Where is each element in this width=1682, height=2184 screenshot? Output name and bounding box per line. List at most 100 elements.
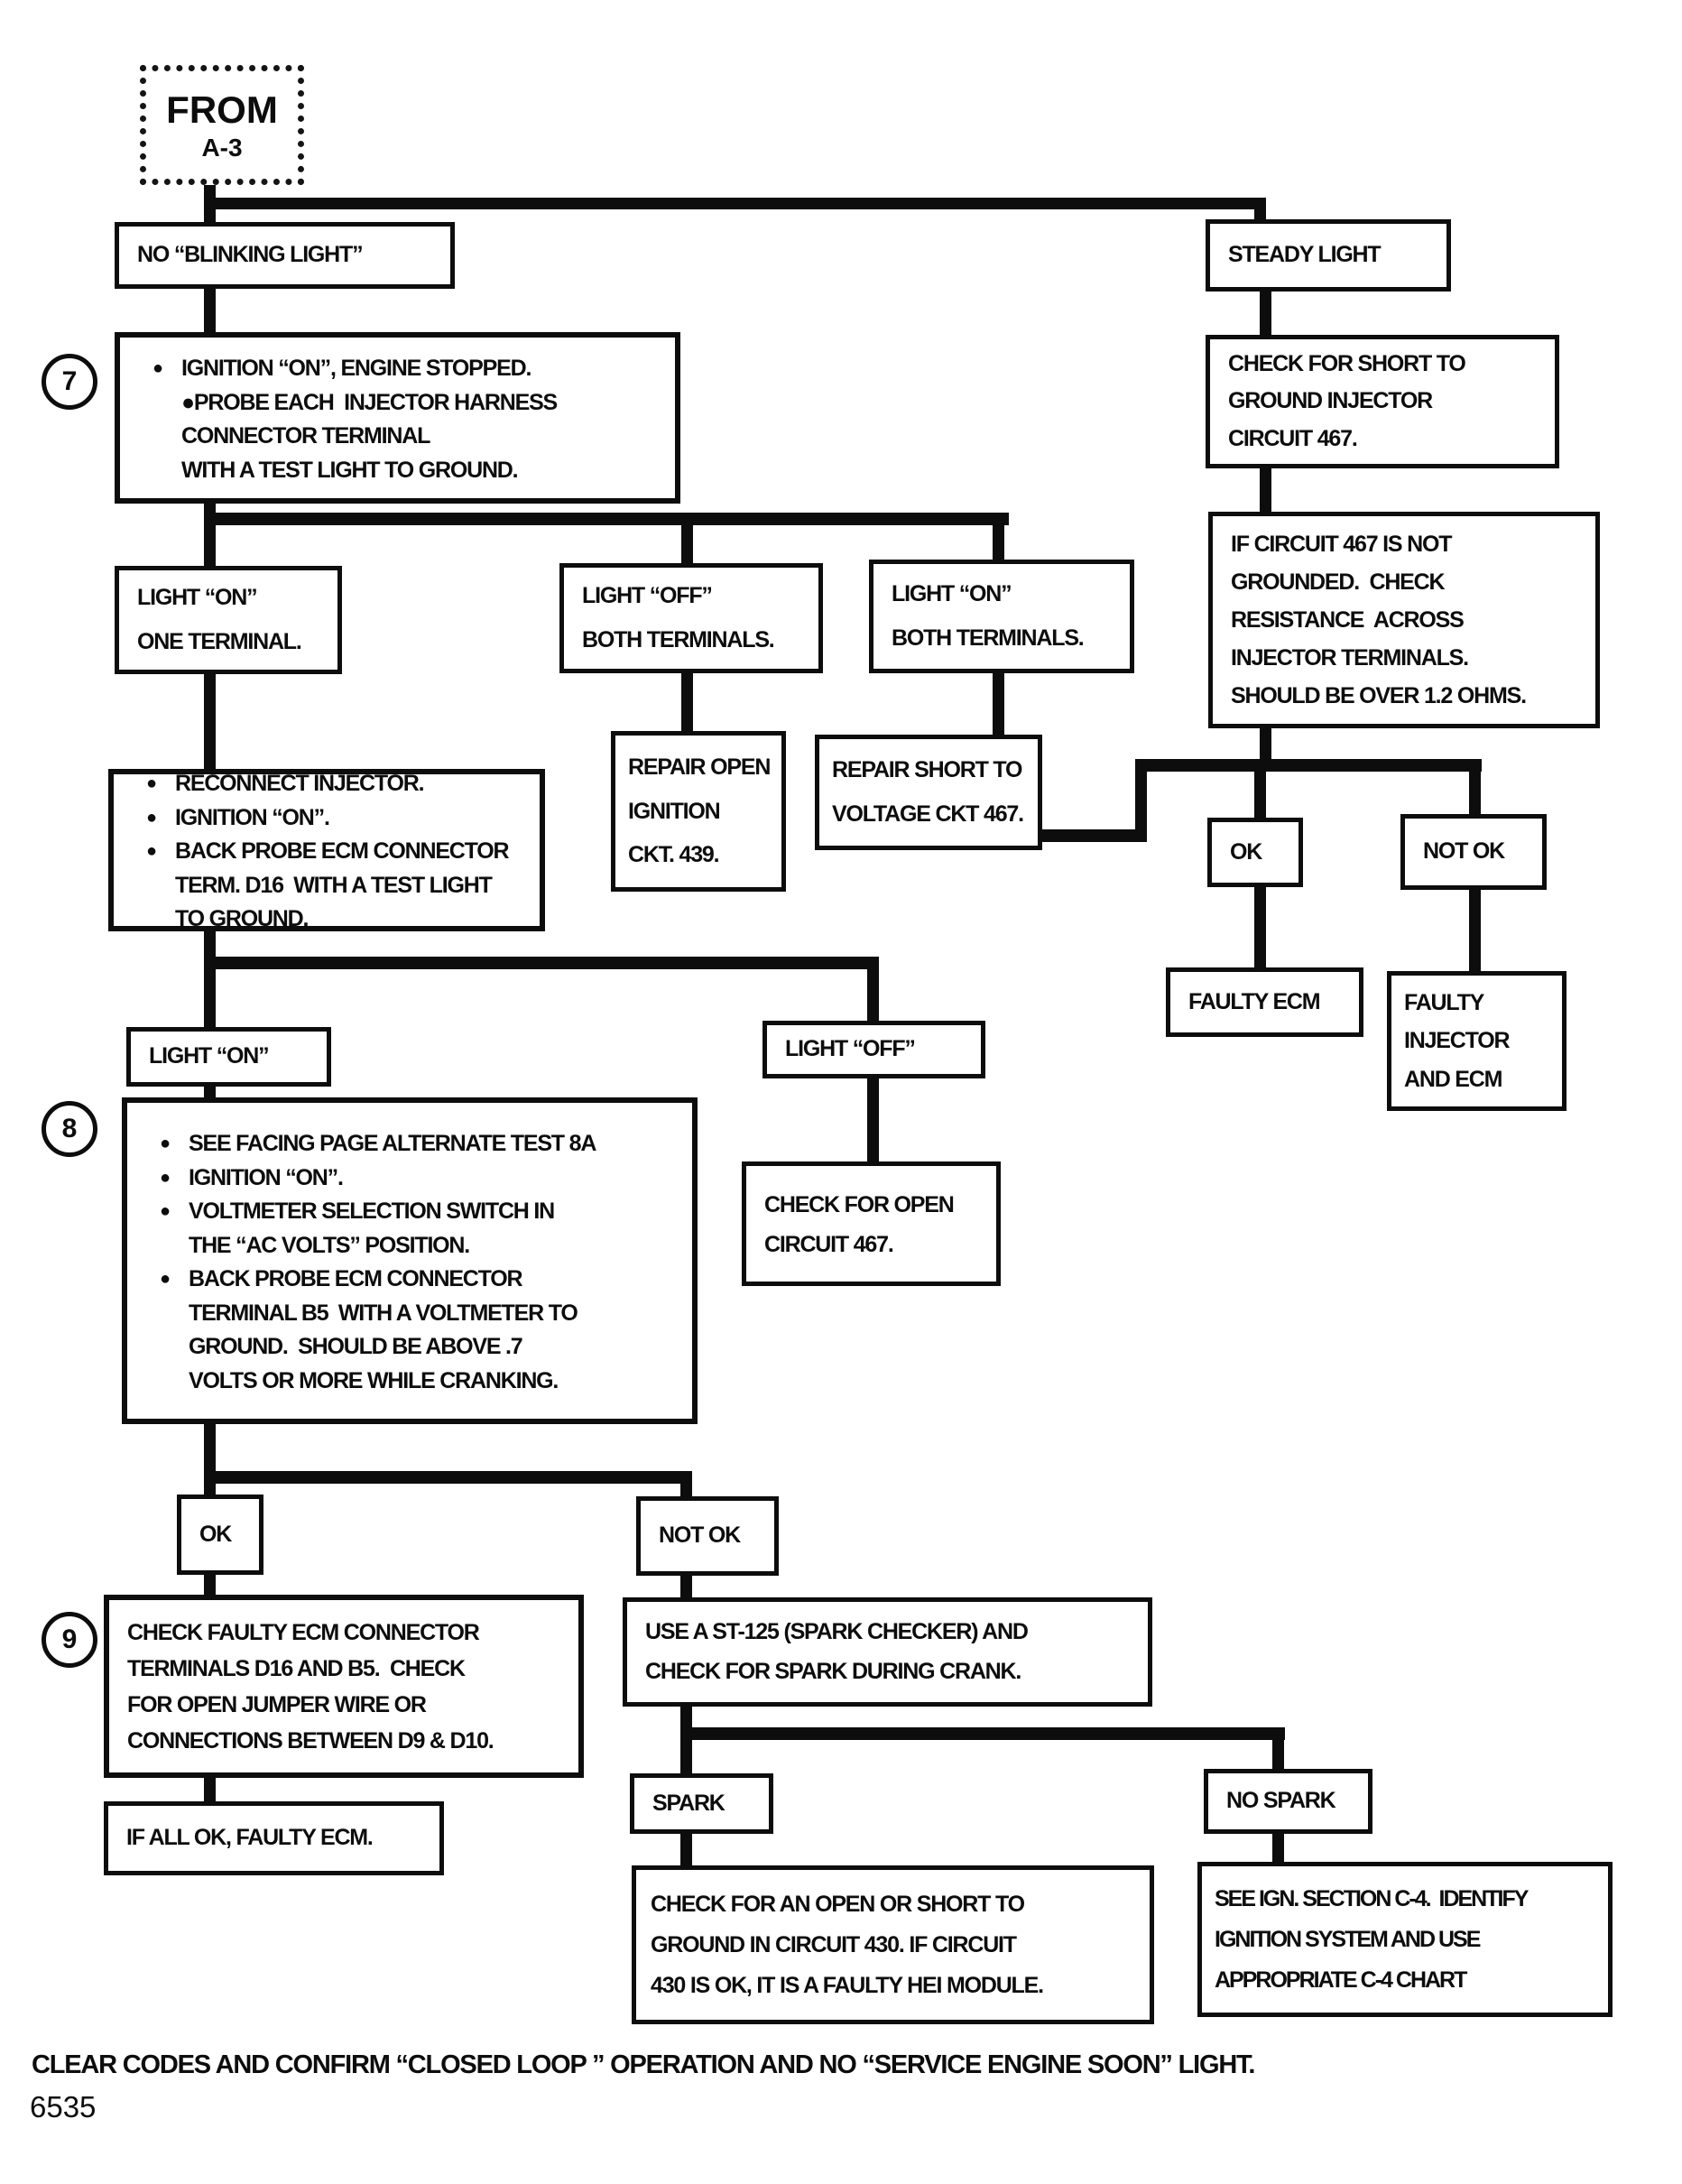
bullet-icon: ● bbox=[145, 773, 158, 794]
node-no-blinking-light: NO “BLINKING LIGHT” bbox=[115, 222, 455, 289]
bullet-text: RECONNECT INJECTOR. bbox=[175, 771, 425, 797]
node-label: NO “BLINKING LIGHT” bbox=[137, 242, 364, 268]
node-see-ignition-section-c4: SEE IGN. SECTION C-4. IDENTIFY IGNITION … bbox=[1197, 1862, 1613, 2017]
bullet-icon: ● bbox=[159, 1167, 171, 1188]
node-step9-check-ecm-connector: CHECK FAULTY ECM CONNECTOR TERMINALS D16… bbox=[104, 1595, 584, 1778]
bullet-icon: ● bbox=[159, 1269, 171, 1289]
connector-line bbox=[1469, 887, 1481, 971]
node-label: LIGHT “OFF” bbox=[785, 1036, 916, 1062]
node-st125-spark-check: USE A ST-125 (SPARK CHECKER) AND CHECK F… bbox=[623, 1597, 1152, 1707]
connector-line bbox=[680, 1727, 1285, 1740]
node-step7-probe-injectors: ● IGNITION “ON”, ENGINE STOPPED. ●PROBE … bbox=[115, 332, 680, 504]
node-label: CHECK FOR SHORT TO GROUND INJECTOR CIRCU… bbox=[1228, 351, 1466, 451]
bullet-text: IGNITION “ON”, ENGINE STOPPED. bbox=[181, 356, 531, 381]
connector-line bbox=[204, 513, 1009, 525]
connector-line bbox=[204, 198, 1266, 209]
connector-line bbox=[204, 1085, 216, 1097]
connector-line bbox=[204, 287, 216, 334]
node-label: STEADY LIGHT bbox=[1228, 242, 1382, 268]
node-label: IF CIRCUIT 467 IS NOT GROUNDED. CHECK RE… bbox=[1231, 532, 1527, 708]
bullet-text: ●PROBE EACH INJECTOR HARNESS CONNECTOR T… bbox=[181, 389, 558, 483]
node-if-all-ok-faulty-ecm: IF ALL OK, FAULTY ECM. bbox=[104, 1801, 444, 1875]
node-faulty-injector-and-ecm: FAULTY INJECTOR AND ECM bbox=[1387, 971, 1566, 1111]
page-number: 6535 bbox=[30, 2090, 97, 2124]
node-not-ok: NOT OK bbox=[636, 1496, 779, 1576]
connector-line bbox=[204, 673, 216, 771]
node-check-circuit-430: CHECK FOR AN OPEN OR SHORT TO GROUND IN … bbox=[632, 1865, 1154, 2024]
node-label: CHECK FAULTY ECM CONNECTOR TERMINALS D16… bbox=[127, 1619, 494, 1754]
node-label: LIGHT “ON” ONE TERMINAL. bbox=[137, 585, 302, 654]
node-spark: SPARK bbox=[630, 1773, 773, 1834]
node-check-short-to-ground-467: CHECK FOR SHORT TO GROUND INJECTOR CIRCU… bbox=[1206, 335, 1559, 468]
node-step8-voltmeter-test: ● SEE FACING PAGE ALTERNATE TEST 8A ● IG… bbox=[122, 1097, 698, 1424]
node-label: OK bbox=[1230, 838, 1262, 865]
step-number: 8 bbox=[61, 1114, 78, 1143]
connector-line bbox=[681, 525, 693, 565]
connector-line bbox=[867, 969, 879, 1023]
step-9-badge: 9 bbox=[42, 1612, 97, 1668]
step-8-badge: 8 bbox=[42, 1101, 97, 1157]
step-number: 9 bbox=[61, 1624, 78, 1654]
node-label: CHECK FOR OPEN CIRCUIT 467. bbox=[764, 1192, 955, 1257]
node-label: NOT OK bbox=[659, 1522, 741, 1549]
node-label: LIGHT “ON” bbox=[149, 1043, 270, 1069]
node-check-open-circuit-467: CHECK FOR OPEN CIRCUIT 467. bbox=[742, 1161, 1001, 1286]
bullet-icon: ● bbox=[159, 1134, 171, 1153]
connector-line bbox=[680, 1832, 692, 1865]
node-reconnect-injector: ● RECONNECT INJECTOR. ● IGNITION “ON”. ●… bbox=[108, 769, 545, 931]
connector-line bbox=[680, 1482, 692, 1498]
bullet-icon: ● bbox=[145, 807, 158, 828]
bullet-text: BACK PROBE ECM CONNECTOR TERM. D16 WITH … bbox=[175, 838, 510, 932]
node-repair-short-ckt467: REPAIR SHORT TO VOLTAGE CKT 467. bbox=[815, 735, 1042, 850]
bullet-text: BACK PROBE ECM CONNECTOR TERMINAL B5 WIT… bbox=[189, 1266, 578, 1393]
node-no-spark: NO SPARK bbox=[1204, 1769, 1372, 1834]
connector-line bbox=[204, 1573, 216, 1596]
node-label: IF ALL OK, FAULTY ECM. bbox=[126, 1825, 374, 1851]
connector-line bbox=[204, 1776, 216, 1801]
footer-note: CLEAR CODES AND CONFIRM “CLOSED LOOP ” O… bbox=[32, 2050, 1255, 2079]
connector-line bbox=[681, 672, 693, 733]
node-label: SEE IGN. SECTION C-4. IDENTIFY IGNITION … bbox=[1215, 1885, 1529, 1993]
node-label: SPARK bbox=[652, 1790, 725, 1816]
bullet-text: VOLTMETER SELECTION SWITCH IN THE “AC VO… bbox=[189, 1198, 555, 1258]
node-ok-right: OK bbox=[1207, 818, 1303, 887]
connector-line bbox=[1272, 1832, 1284, 1862]
connector-line bbox=[204, 1471, 692, 1484]
connector-line bbox=[204, 1422, 216, 1476]
node-light-on-one-terminal: LIGHT “ON” ONE TERMINAL. bbox=[115, 566, 342, 674]
step-7-badge: 7 bbox=[42, 354, 97, 410]
connector-line bbox=[993, 525, 1004, 561]
bullet-icon: ● bbox=[159, 1201, 171, 1221]
connector-line bbox=[1260, 726, 1271, 763]
node-label: REPAIR SHORT TO VOLTAGE CKT 467. bbox=[832, 757, 1024, 827]
connector-line bbox=[1469, 770, 1481, 814]
node-light-off-both-terminals: LIGHT “OFF” BOTH TERMINALS. bbox=[559, 563, 823, 673]
connector-line bbox=[1254, 198, 1266, 221]
node-label: NO SPARK bbox=[1226, 1788, 1336, 1814]
bullet-text: IGNITION “ON”. bbox=[189, 1164, 344, 1190]
node-label: REPAIR OPEN IGNITION CKT. 439. bbox=[628, 754, 771, 868]
node-label: FAULTY ECM bbox=[1188, 988, 1321, 1014]
from-label: FROM bbox=[166, 88, 278, 131]
connector-line bbox=[204, 525, 216, 568]
node-repair-open-ckt439: REPAIR OPEN IGNITION CKT. 439. bbox=[611, 731, 786, 892]
node-label: CHECK FOR AN OPEN OR SHORT TO GROUND IN … bbox=[651, 1891, 1044, 1998]
node-faulty-ecm: FAULTY ECM bbox=[1166, 967, 1363, 1037]
connector-line bbox=[680, 1740, 692, 1773]
node-not-ok-right: NOT OK bbox=[1400, 814, 1547, 890]
connector-line bbox=[1135, 759, 1147, 842]
connector-line bbox=[1272, 1740, 1284, 1769]
connector-line bbox=[204, 957, 879, 969]
connector-line bbox=[204, 1482, 216, 1496]
bullet-text: SEE FACING PAGE ALTERNATE TEST 8A bbox=[189, 1131, 596, 1156]
node-from-a3: FROM A-3 bbox=[140, 65, 304, 185]
connector-line bbox=[1038, 829, 1147, 842]
node-label: OK bbox=[199, 1521, 232, 1547]
bullet-text: IGNITION “ON”. bbox=[175, 804, 330, 830]
connector-line bbox=[867, 1077, 879, 1163]
connector-line bbox=[1135, 759, 1482, 772]
connector-line bbox=[680, 1574, 692, 1597]
connector-line bbox=[993, 671, 1004, 736]
node-light-off: LIGHT “OFF” bbox=[762, 1021, 985, 1078]
